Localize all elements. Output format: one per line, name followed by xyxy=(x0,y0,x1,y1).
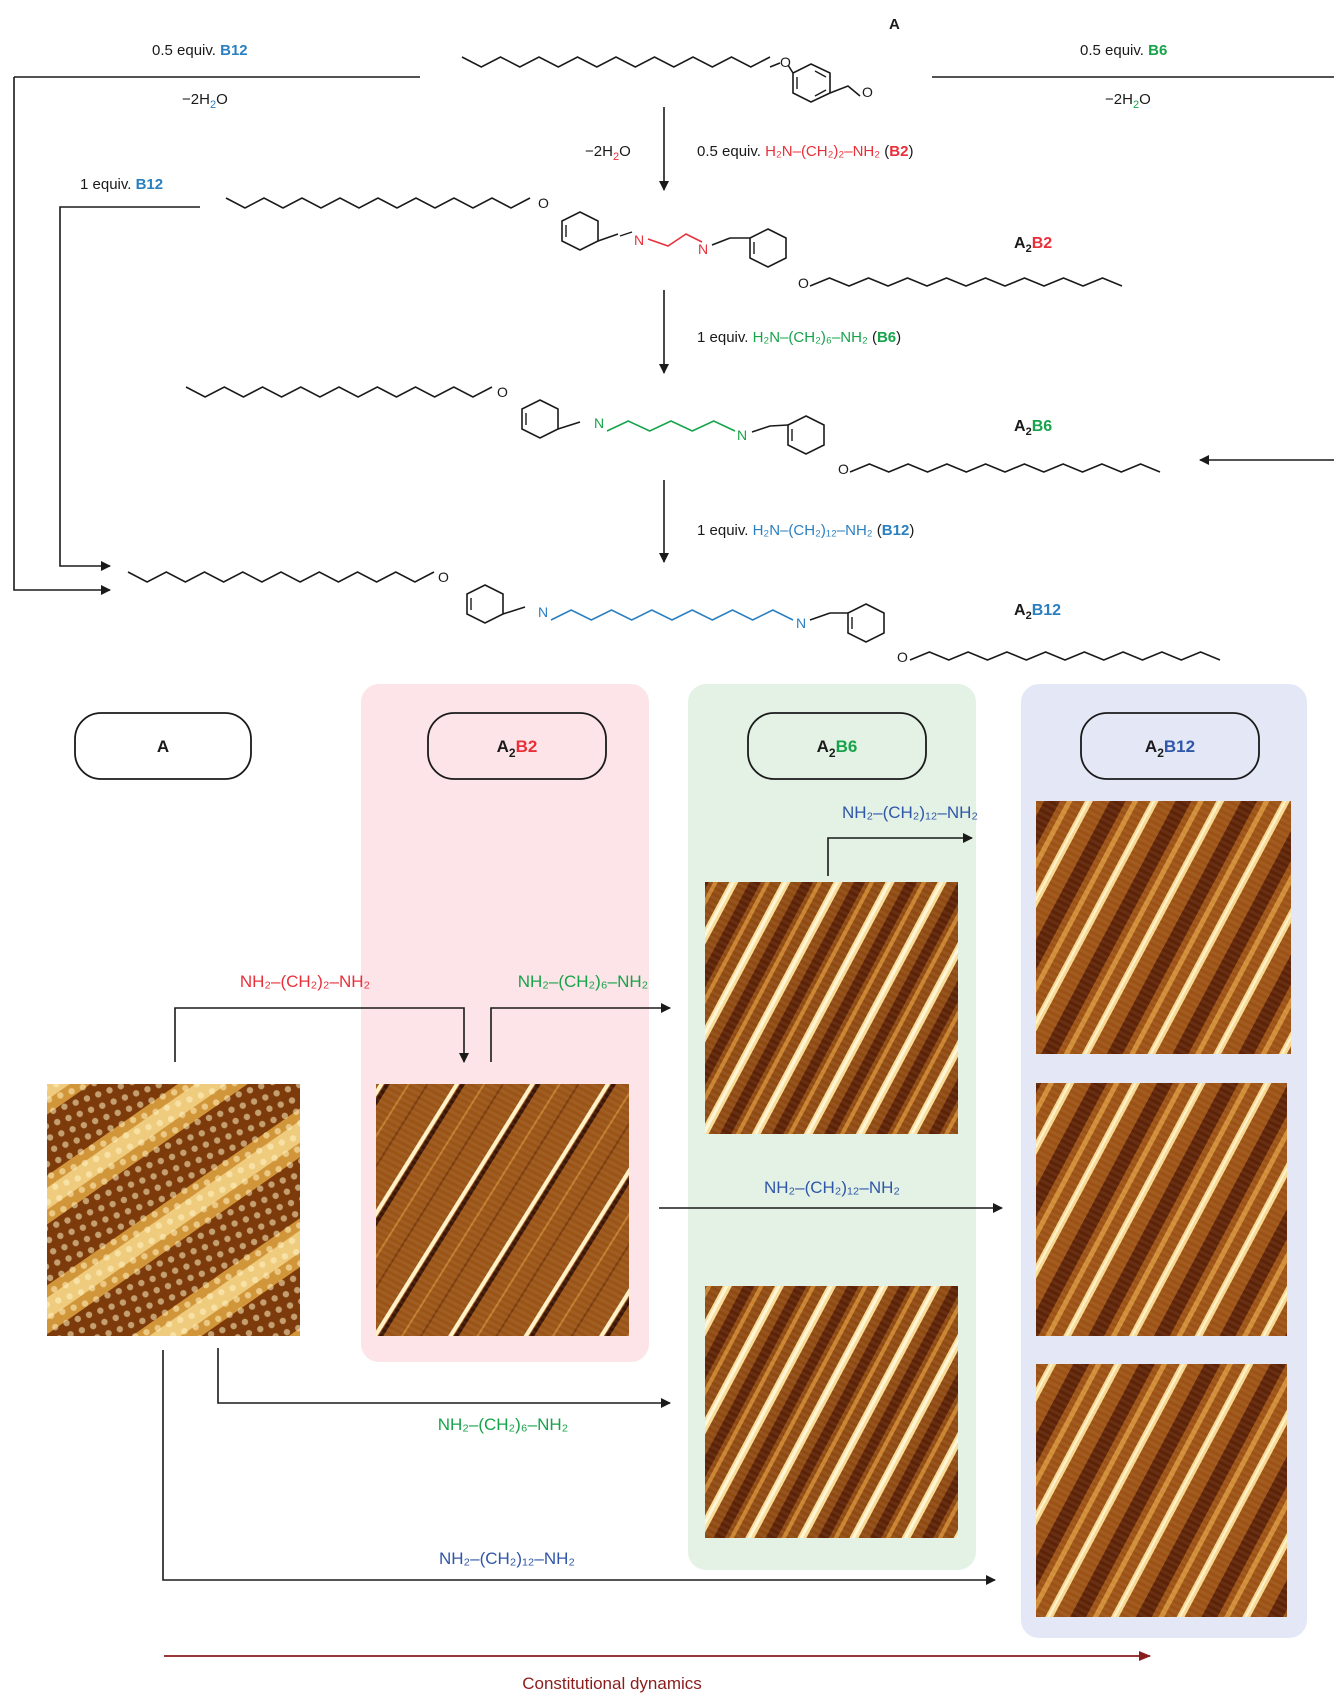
stm-image-a2b6-bottom xyxy=(705,1286,958,1538)
constitutional-dynamics-label: Constitutional dynamics xyxy=(522,1674,702,1693)
stm-image-a2b6-top xyxy=(705,882,958,1134)
arrow-label-hexanediamine-1: NH₂–(CH₂)₆–NH₂ xyxy=(518,972,649,991)
a2b2-nitrogen-1: N xyxy=(634,232,644,248)
panel-header-a: A xyxy=(74,712,252,780)
right-branch-b6: 0.5 equiv. B6 −2H2O xyxy=(932,42,1334,465)
left-branch-b12: 0.5 equiv. B12 −2H2O xyxy=(13,42,420,595)
a2b12-label: A2B12 xyxy=(1014,602,1061,622)
left-water-loss: −2H2O xyxy=(182,91,228,111)
arrow-label-dodecanediamine-1: NH₂–(CH₂)₁₂–NH₂ xyxy=(842,803,978,822)
compound-a-label: A xyxy=(889,16,900,33)
step1-reagent: 0.5 equiv. H₂N–(CH₂)₂–NH₂ (B2) xyxy=(697,143,913,160)
panel-header-a2b12: A2B12 xyxy=(1080,712,1260,780)
step2-arrow: 1 equiv. H₂N–(CH₂)₆–NH₂ (B6) xyxy=(659,290,901,374)
a2b12-nitrogen-1: N xyxy=(538,604,548,620)
arrow-a2b6-to-a2b12-top: NH₂–(CH₂)₁₂–NH₂ xyxy=(827,803,978,876)
aldehyde-oxygen: O xyxy=(862,84,873,100)
a2b6-label: A2B6 xyxy=(1014,418,1052,438)
a2b6-nitrogen-1: N xyxy=(594,415,604,431)
a2b12-oxygen-2: O xyxy=(897,649,908,665)
right-water-loss: −2H2O xyxy=(1105,91,1151,111)
side-reagent-label: 1 equiv. B12 xyxy=(80,176,163,193)
a2b2-oxygen-1: O xyxy=(538,195,549,211)
step2-reagent: 1 equiv. H₂N–(CH₂)₆–NH₂ (B6) xyxy=(697,329,901,346)
a2b2-label: A2B2 xyxy=(1014,235,1052,255)
a2b2-nitrogen-2: N xyxy=(698,241,708,257)
arrow-label-dodecanediamine-2: NH₂–(CH₂)₁₂–NH₂ xyxy=(764,1178,900,1197)
a2b12-oxygen-1: O xyxy=(438,569,449,585)
stm-image-a2b12-bottom xyxy=(1036,1364,1287,1617)
step3-arrow: 1 equiv. H₂N–(CH₂)₁₂–NH₂ (B12) xyxy=(659,480,914,563)
stm-image-a xyxy=(47,1084,300,1336)
right-reagent-label: 0.5 equiv. B6 xyxy=(1080,42,1167,59)
a2b2-oxygen-2: O xyxy=(798,275,809,291)
stm-image-a2b2 xyxy=(376,1084,629,1336)
arrow-label-dodecanediamine-3: NH₂–(CH₂)₁₂–NH₂ xyxy=(439,1549,575,1568)
oxygen-atom: O xyxy=(780,54,791,70)
panel-header-a2b2: A2B2 xyxy=(427,712,607,780)
product-a2b12-structure: O N N O xyxy=(127,569,1221,665)
product-a2b2-structure: O N N O xyxy=(225,195,1123,291)
arrow-label-hexanediamine-2: NH₂–(CH₂)₆–NH₂ xyxy=(438,1415,569,1434)
arrow-a2b2-to-a2b12: NH₂–(CH₂)₁₂–NH₂ xyxy=(659,1178,1003,1213)
stm-image-a2b12-middle xyxy=(1036,1083,1287,1336)
svg-text:A: A xyxy=(157,737,169,756)
step3-reagent: 1 equiv. H₂N–(CH₂)₁₂–NH₂ (B12) xyxy=(697,522,914,539)
arrow-label-ethylenediamine: NH₂–(CH₂)₂–NH₂ xyxy=(240,972,370,991)
svg-text:A2B6: A2B6 xyxy=(817,737,858,760)
svg-text:A2B2: A2B2 xyxy=(497,737,538,760)
stm-image-a2b12-top xyxy=(1036,801,1291,1054)
step1-arrow: −2H2O 0.5 equiv. H₂N–(CH₂)₂–NH₂ (B2) xyxy=(585,107,913,191)
a2b6-oxygen-1: O xyxy=(497,384,508,400)
step1-water-loss: −2H2O xyxy=(585,143,631,163)
arrow-a-to-a2b12: NH₂–(CH₂)₁₂–NH₂ xyxy=(162,1350,996,1585)
compound-a-structure: O O xyxy=(461,54,873,103)
svg-text:A2B12: A2B12 xyxy=(1145,737,1195,760)
arrow-a-to-a2b6: NH₂–(CH₂)₆–NH₂ xyxy=(217,1348,671,1434)
arrow-a-to-a2b2: NH₂–(CH₂)₂–NH₂ xyxy=(174,972,469,1063)
panel-header-a2b6: A2B6 xyxy=(747,712,927,780)
left-reagent-label: 0.5 equiv. B12 xyxy=(152,42,248,59)
a2b6-oxygen-2: O xyxy=(838,461,849,477)
side-branch-b12: 1 equiv. B12 xyxy=(59,176,200,571)
arrow-a2b2-to-a2b6: NH₂–(CH₂)₆–NH₂ xyxy=(490,972,671,1062)
product-a2b6-structure: O N N O xyxy=(185,384,1161,477)
a2b12-nitrogen-2: N xyxy=(796,615,806,631)
a2b6-nitrogen-2: N xyxy=(737,427,747,443)
